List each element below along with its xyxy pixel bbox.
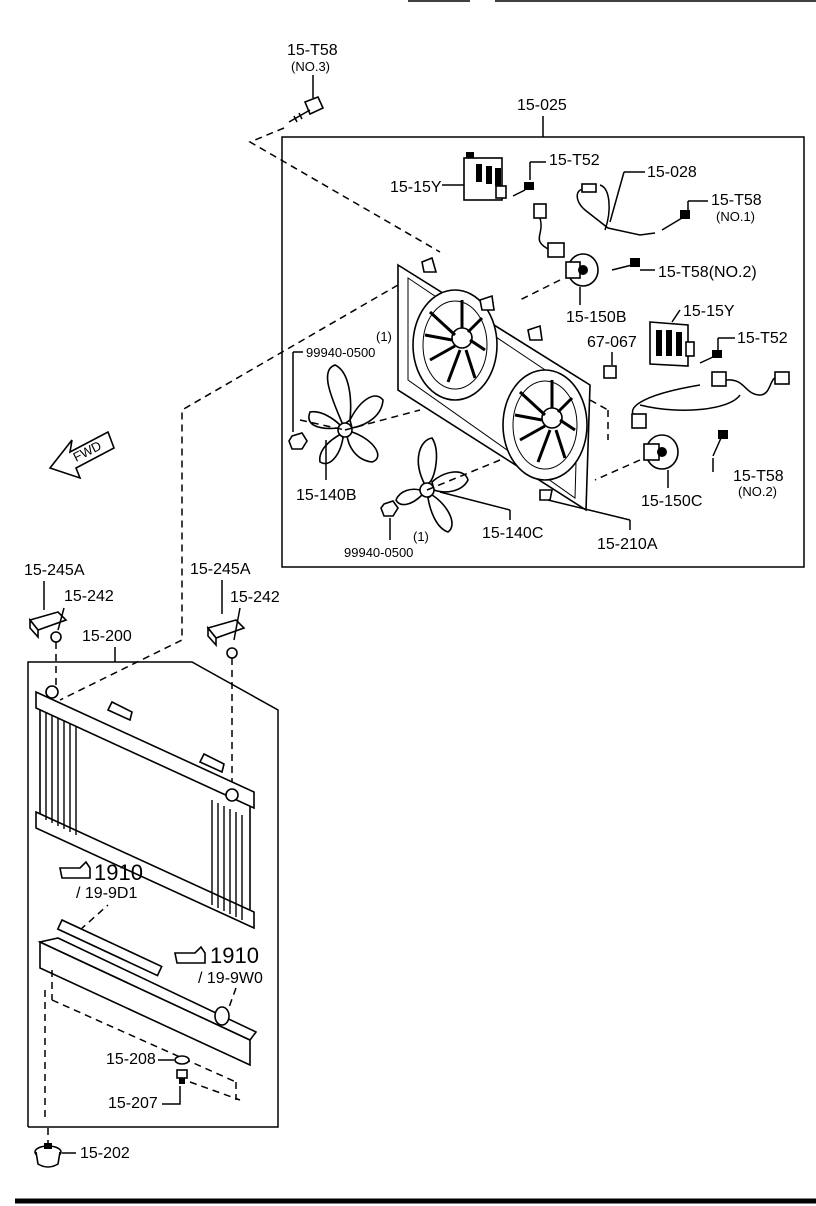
label-15-208: 15-208 bbox=[106, 1051, 156, 1068]
dash-shroud-to-radiator bbox=[59, 284, 399, 701]
label-67-067: 67-067 bbox=[587, 334, 637, 351]
label-15-245a-right: 15-245A bbox=[190, 561, 251, 578]
wire-harness-15-028 bbox=[576, 188, 656, 236]
label-no3: (NO.3) bbox=[291, 59, 330, 74]
label-15-15y-right: 15-15Y bbox=[683, 303, 735, 320]
screw-t58-no2-top-icon bbox=[611, 258, 640, 271]
fan-shroud-15-210a bbox=[397, 256, 591, 512]
nut-left-icon bbox=[288, 432, 308, 450]
label-15-150b: 15-150B bbox=[566, 309, 627, 326]
label-15-t52-top: 15-T52 bbox=[549, 152, 600, 169]
label-15-202: 15-202 bbox=[80, 1145, 130, 1162]
radiator-cap-15-202-icon bbox=[34, 1143, 62, 1168]
label-15-245a-left: 15-245A bbox=[24, 562, 85, 579]
fan-blade-15-140c-icon bbox=[395, 437, 469, 533]
radiator-box bbox=[27, 661, 279, 1128]
label-99940-0500-left: 99940-0500 bbox=[306, 345, 375, 360]
label-15-242-left: 15-242 bbox=[64, 588, 114, 605]
label-15-242-right: 15-242 bbox=[230, 589, 280, 606]
grommet-right-icon bbox=[226, 647, 238, 659]
fan-blade-15-140b-icon bbox=[308, 364, 384, 465]
label-qty1-bottom: (1) bbox=[413, 529, 429, 544]
fan-motor-150c-icon bbox=[643, 434, 679, 470]
resistor-right-icon bbox=[649, 321, 695, 367]
label-15-207: 15-207 bbox=[108, 1095, 158, 1112]
lower-tank-icon bbox=[37, 918, 258, 1067]
mount-bracket-left-icon bbox=[28, 611, 68, 640]
ref-1910-b: 1910 bbox=[210, 943, 259, 968]
hand-pointer-icon bbox=[59, 860, 91, 879]
label-qty1-left: (1) bbox=[376, 329, 392, 344]
screw-t58-no2-bottom-icon bbox=[712, 430, 728, 457]
label-15-t52-right: 15-T52 bbox=[737, 330, 788, 347]
label-15-028: 15-028 bbox=[647, 164, 697, 181]
nut-bottom-icon bbox=[380, 500, 399, 517]
fwd-arrow-icon: FWD bbox=[48, 430, 115, 480]
grommet-left-icon bbox=[50, 631, 62, 643]
radiator-core-15-200 bbox=[35, 685, 255, 930]
screw-t52-right-icon bbox=[699, 350, 722, 364]
label-15-t58-no2-bottom: 15-T58 bbox=[733, 468, 784, 485]
label-15-200: 15-200 bbox=[82, 628, 132, 645]
label-15-025: 15-025 bbox=[517, 97, 567, 114]
label-15-t58-no2-top: 15-T58(NO.2) bbox=[658, 264, 757, 281]
label-15-t58-no1: 15-T58 bbox=[711, 192, 762, 209]
label-15-210a: 15-210A bbox=[597, 536, 658, 553]
label-15-150c: 15-150C bbox=[641, 493, 702, 510]
bolt-t58-no3-icon bbox=[288, 95, 325, 123]
ref-19-9w0: / 19-9W0 bbox=[198, 970, 263, 987]
ref-1910-a: 1910 bbox=[94, 860, 143, 885]
label-15-140b: 15-140B bbox=[296, 487, 357, 504]
clip-67-067-icon bbox=[603, 365, 617, 379]
resistor-top-icon bbox=[463, 152, 507, 201]
label-no1: (NO.1) bbox=[716, 209, 755, 224]
label-99940-0500-bottom: 99940-0500 bbox=[344, 545, 413, 560]
connector-top-icon bbox=[533, 203, 547, 219]
ref-19-9d1: / 19-9D1 bbox=[76, 885, 137, 902]
label-15-t58-no3: 15-T58 bbox=[287, 42, 338, 59]
label-no2-bottom: (NO.2) bbox=[738, 484, 777, 499]
mount-bracket-right-icon bbox=[206, 619, 246, 648]
fan-motor-150b-icon bbox=[565, 253, 599, 287]
label-15-140c: 15-140C bbox=[482, 525, 543, 542]
drain-plug-15-207-icon bbox=[176, 1069, 188, 1084]
screw-t58-no1-icon bbox=[661, 210, 690, 231]
label-15-15y-top: 15-15Y bbox=[390, 179, 442, 196]
dash-bolt-to-shroud bbox=[248, 127, 441, 253]
screw-t52-top-icon bbox=[512, 182, 534, 197]
o-ring-15-208-icon bbox=[174, 1055, 190, 1065]
hand-pointer-icon bbox=[174, 945, 206, 964]
